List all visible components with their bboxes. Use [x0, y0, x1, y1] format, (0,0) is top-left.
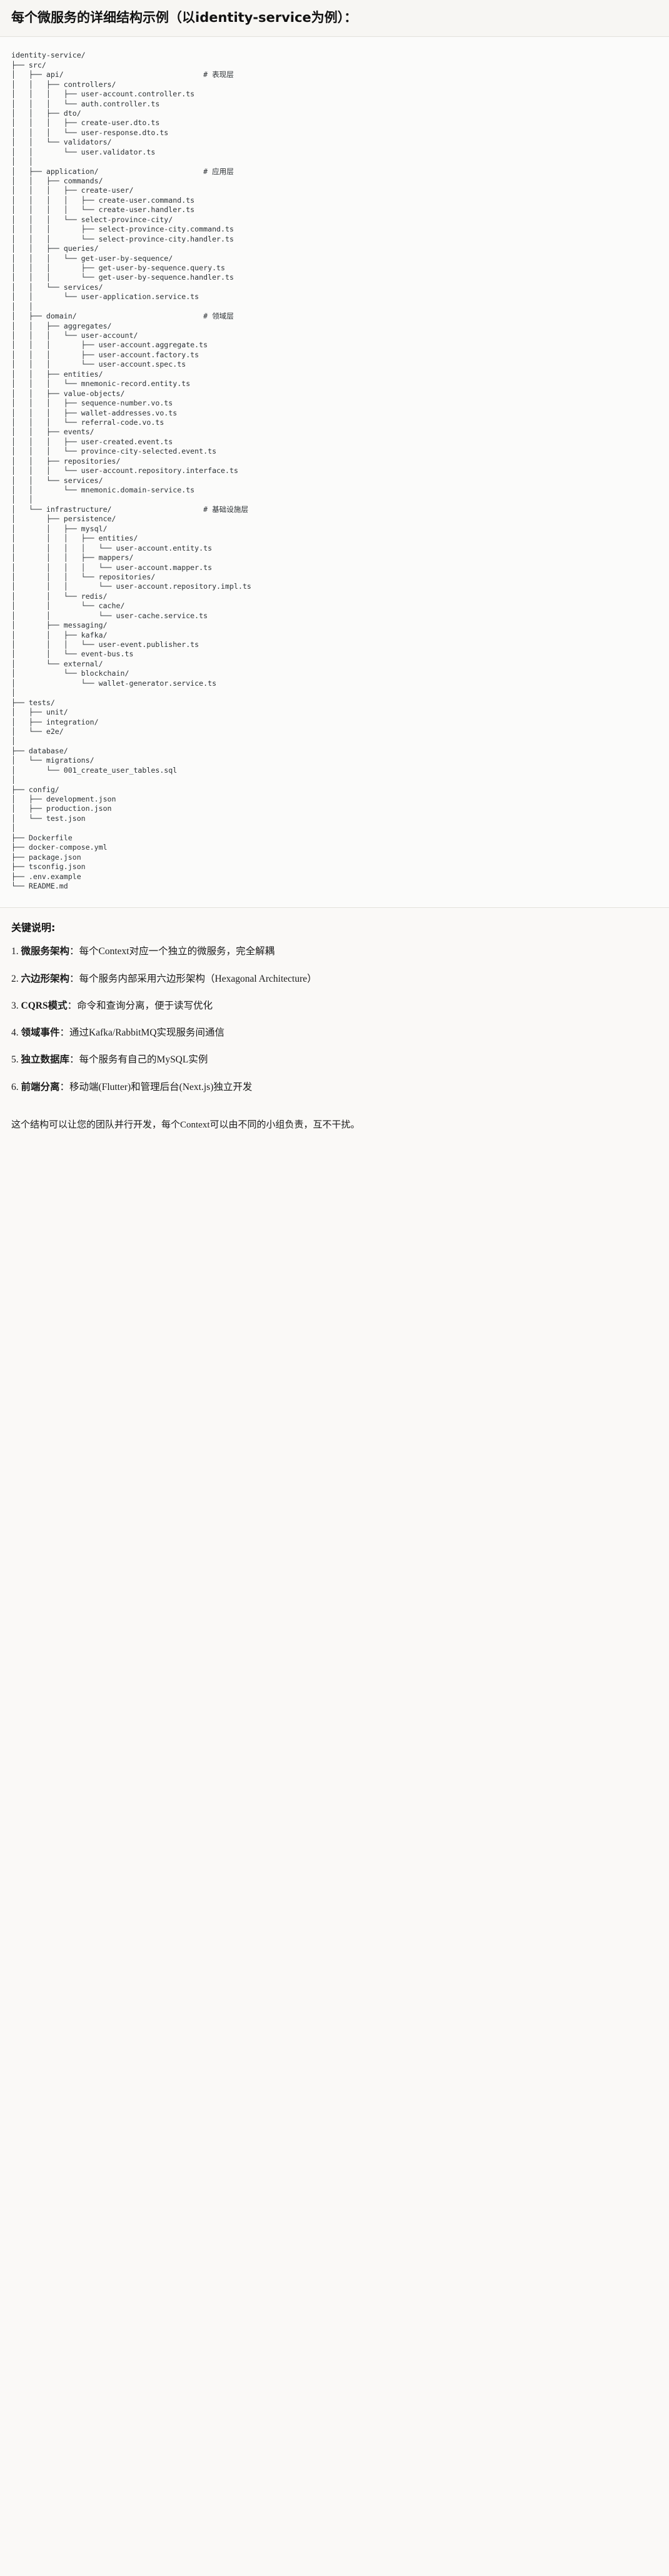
- key-note-description: 每个服务有自己的MySQL实例: [79, 1054, 208, 1066]
- key-note-item: 5. 独立数据库：每个服务有自己的MySQL实例: [11, 1052, 658, 1067]
- document-page: 每个微服务的详细结构示例（以identity-service为例）： ident…: [0, 0, 669, 1146]
- key-note-item: 2. 六边形架构：每个服务内部采用六边形架构（Hexagonal Archite…: [11, 972, 658, 986]
- title-block: 每个微服务的详细结构示例（以identity-service为例）：: [0, 0, 669, 38]
- key-note-separator: ：: [69, 1054, 79, 1066]
- key-note-number: 5.: [11, 1054, 19, 1066]
- key-note-separator: ：: [59, 1027, 70, 1039]
- key-notes-heading: 关键说明:: [11, 922, 56, 934]
- directory-tree-code-block: identity-service/ ├── src/ │ ├── api/ # …: [0, 37, 669, 909]
- key-note-label: 前端分离: [21, 1081, 60, 1092]
- key-note-separator: ：: [69, 946, 79, 957]
- key-note-number: 4.: [11, 1027, 19, 1039]
- key-note-number: 2.: [11, 973, 19, 984]
- key-note-item: 6. 前端分离：移动端(Flutter)和管理后台(Next.js)独立开发: [11, 1080, 658, 1094]
- key-note-separator: ：: [59, 1081, 70, 1092]
- key-note-number: 1.: [11, 946, 19, 957]
- key-note-number: 6.: [11, 1081, 19, 1092]
- closing-paragraph: 这个结构可以让您的团队并行开发，每个Context可以由不同的小组负责，互不干扰…: [11, 1119, 360, 1130]
- key-note-separator: ：: [67, 1000, 78, 1011]
- key-note-separator: ：: [69, 973, 79, 984]
- key-note-description: 每个Context对应一个独立的微服务，完全解耦: [79, 946, 275, 957]
- page-title: 每个微服务的详细结构示例（以identity-service为例）：: [11, 10, 358, 25]
- key-note-label: 微服务架构: [21, 946, 70, 957]
- key-note-label: CQRS模式: [21, 1000, 68, 1011]
- key-note-description: 每个服务内部采用六边形架构（Hexagonal Architecture）: [79, 973, 317, 984]
- key-note-item: 1. 微服务架构：每个Context对应一个独立的微服务，完全解耦: [11, 944, 658, 959]
- key-note-label: 独立数据库: [21, 1054, 70, 1066]
- key-note-description: 通过Kafka/RabbitMQ实现服务间通信: [69, 1027, 225, 1039]
- key-note-description: 移动端(Flutter)和管理后台(Next.js)独立开发: [69, 1081, 253, 1092]
- key-note-number: 3.: [11, 1000, 19, 1011]
- key-note-description: 命令和查询分离，便于读写优化: [77, 1000, 213, 1011]
- directory-tree: identity-service/ ├── src/ │ ├── api/ # …: [11, 51, 251, 890]
- key-note-label: 六边形架构: [21, 973, 70, 984]
- key-note-item: 3. CQRS模式：命令和查询分离，便于读写优化: [11, 999, 658, 1013]
- key-note-label: 领域事件: [21, 1027, 60, 1039]
- key-note-item: 4. 领域事件：通过Kafka/RabbitMQ实现服务间通信: [11, 1026, 658, 1040]
